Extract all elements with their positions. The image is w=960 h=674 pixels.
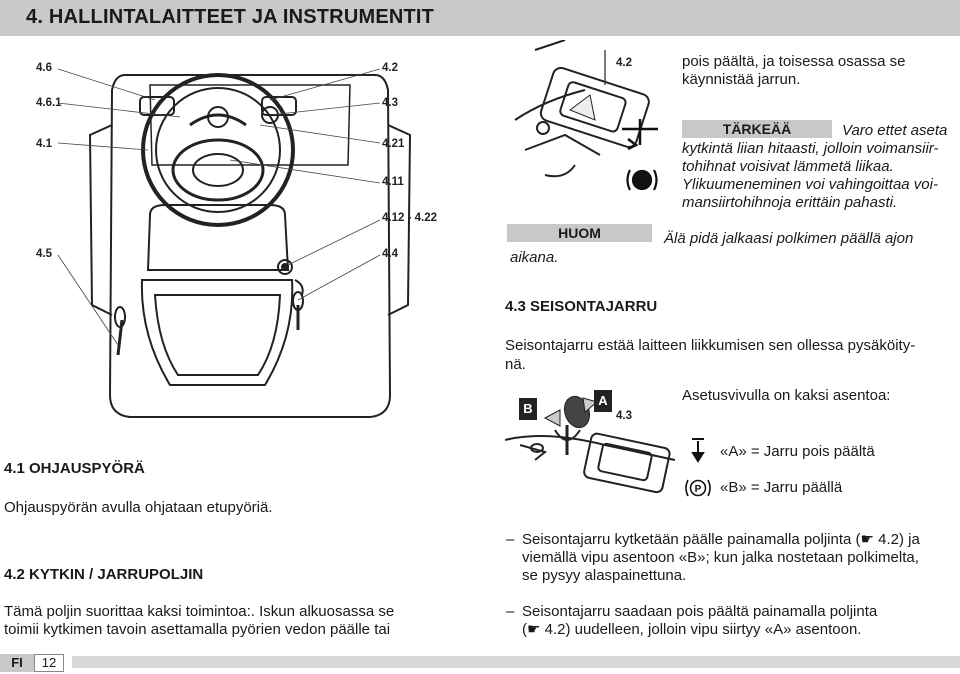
diagram-label: 4.1 — [36, 138, 52, 150]
diagram-label: 4.6 — [36, 62, 52, 74]
diagram-label: 4.5 — [36, 248, 52, 260]
position-a-marker: A — [594, 390, 612, 412]
page-number: 12 — [34, 654, 64, 672]
pedal-diagram — [514, 40, 650, 178]
important-text: tohihnat voisivat lämmetä liikaa. — [682, 158, 894, 175]
paragraph-line: toimii kytkimen tavoin asettamalla pyöri… — [4, 621, 391, 638]
language-code: FI — [0, 654, 34, 672]
parking-brake-symbol: P — [695, 484, 702, 495]
diagram-label: 4.21 — [382, 138, 405, 150]
tractor-top-view-diagram — [57, 68, 412, 418]
section-heading: 4.2 KYTKIN / JARRUPOLJIN — [4, 566, 204, 583]
important-text: kytkintä liian hitaasti, jolloin voimans… — [682, 140, 939, 157]
bullet-line: (☛ 4.2) uudelleen, jolloin vipu siirtyy … — [522, 621, 862, 638]
diagram-label: 4.2 — [382, 62, 398, 74]
paragraph-line: Tämä poljin suorittaa kaksi toimintoa:. … — [4, 603, 395, 620]
bullet-dash: – — [506, 531, 515, 548]
bullet-line: viemällä vipu asentoon «B»; kun jalka no… — [522, 549, 919, 566]
important-tag: TÄRKEÄÄ — [682, 120, 832, 138]
important-text: Varo ettet aseta — [842, 122, 948, 139]
diagram-label: 4.3 — [382, 97, 398, 109]
parking-brake-lever-diagram — [505, 395, 676, 494]
bullet-line: Seisontajarru kytketään päälle painamall… — [522, 531, 920, 548]
diagram-label: 4.4 — [382, 248, 398, 260]
paragraph-line: pois päältä, ja toisessa osassa se — [682, 53, 906, 70]
paragraph-line: Ohjauspyörän avulla ohjataan etupyöriä. — [4, 499, 273, 516]
position-b-text: «B» = Jarru päällä — [720, 479, 843, 496]
page-title: 4. HALLINTALAITTEET JA INSTRUMENTIT — [26, 6, 435, 28]
note-text: Älä pidä jalkaasi polkimen päällä ajon — [664, 230, 914, 247]
bullet-dash: – — [506, 603, 515, 620]
brake-symbol-icon — [626, 169, 658, 191]
important-text: mansiirtohihnoja erittäin pahasti. — [682, 194, 898, 211]
section-heading: 4.3 SEISONTAJARRU — [505, 298, 658, 315]
paragraph-line: käynnistää jarrun. — [682, 71, 801, 88]
diagram-label: 4.6.1 — [36, 97, 62, 109]
diagram-label: 4.12 - 4.22 — [382, 212, 437, 224]
position-a-text: «A» = Jarru pois päältä — [720, 443, 875, 460]
clutch-symbol-icon — [622, 119, 658, 151]
header-bar — [0, 0, 960, 36]
section-heading: 4.1 OHJAUSPYÖRÄ — [4, 460, 145, 477]
note-tag: HUOM — [507, 224, 652, 242]
position-b-marker: B — [519, 398, 537, 420]
parking-brake-icon: P — [685, 479, 711, 497]
paragraph-line: Asetusvivulla on kaksi asentoa: — [682, 387, 891, 404]
diagram-label: 4.3 — [616, 410, 632, 422]
diagram-label: 4.11 — [382, 176, 404, 188]
diagram-label: 4.2 — [616, 57, 632, 69]
important-text: Ylikuumeneminen voi vahingoittaa voi- — [682, 176, 938, 193]
note-text: aikana. — [510, 249, 559, 266]
bullet-line: se pysyy alaspainettuna. — [522, 567, 687, 584]
bullet-line: Seisontajarru saadaan pois päältä painam… — [522, 603, 878, 620]
footer-bar — [72, 656, 960, 668]
paragraph-line: nä. — [505, 356, 526, 373]
paragraph-line: Seisontajarru estää laitteen liikkumisen… — [505, 337, 916, 354]
release-arrow-icon — [691, 438, 705, 463]
